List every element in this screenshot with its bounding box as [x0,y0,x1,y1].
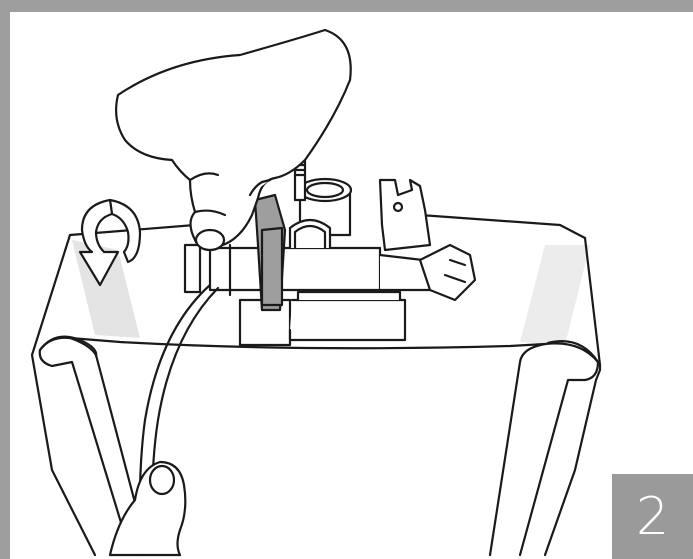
top-frame-bar [0,0,693,12]
bottom-hand [110,462,185,555]
step-number-badge: 2 [612,474,693,559]
instruction-illustration [10,12,693,559]
step-number: 2 [636,491,669,543]
left-frame-bar [0,0,10,559]
